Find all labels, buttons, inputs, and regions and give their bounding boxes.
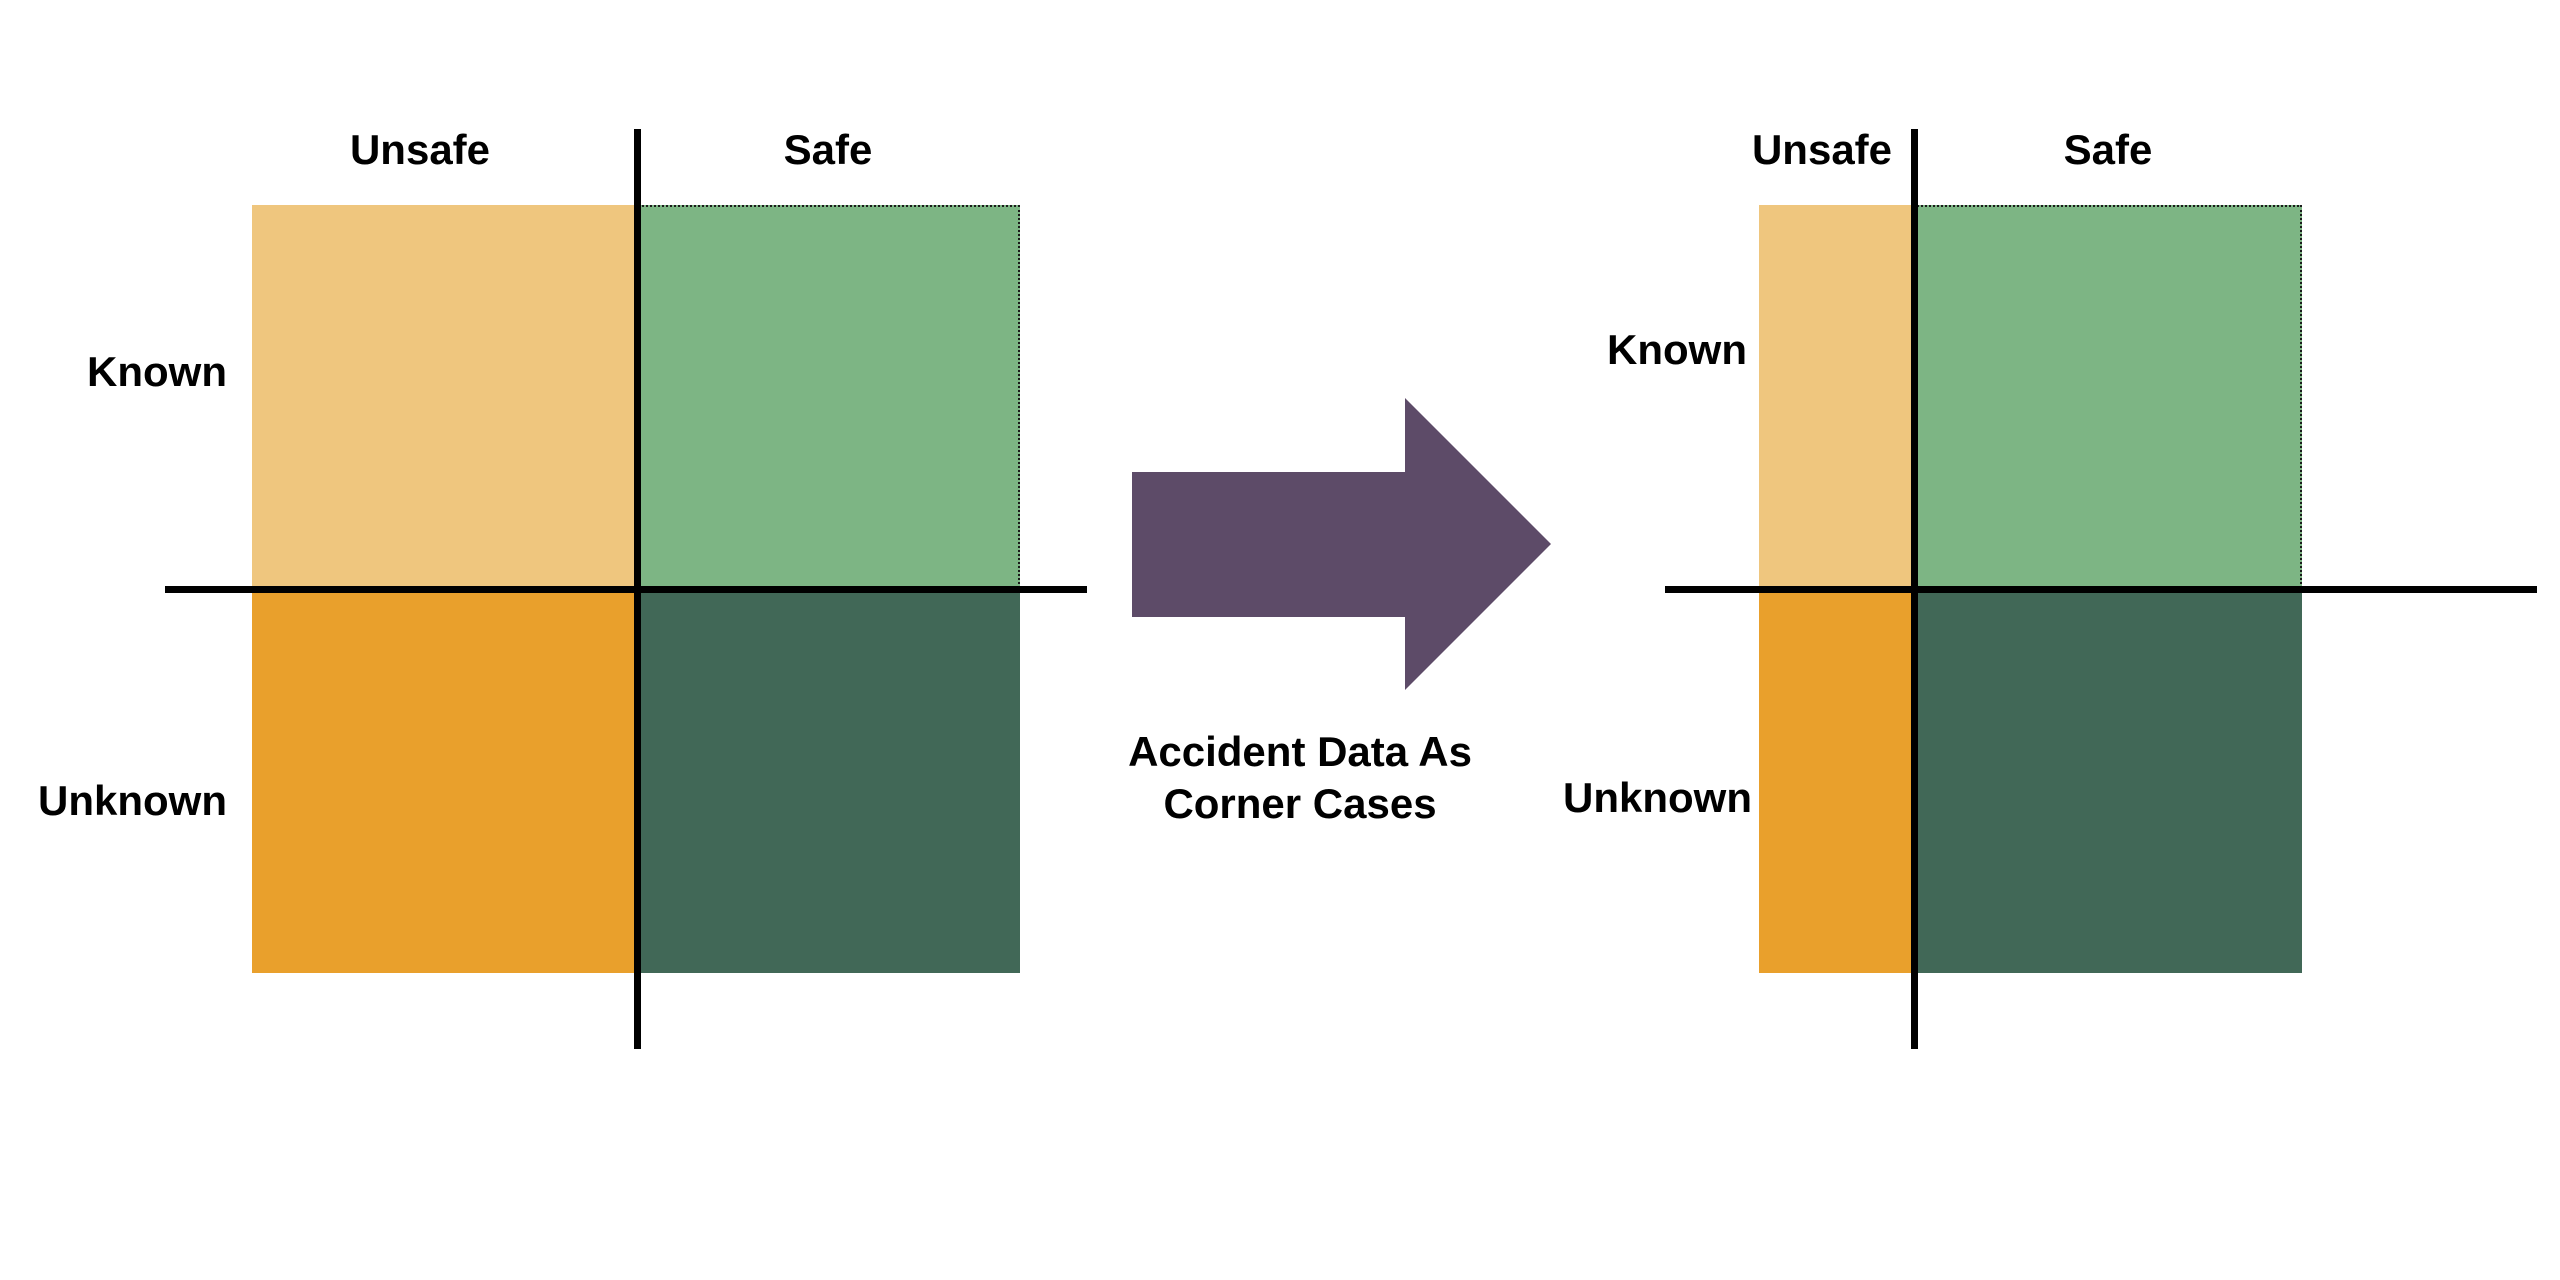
right-row-label-known: Known bbox=[1607, 326, 1747, 373]
right-quadrant-unknown-unsafe bbox=[1759, 588, 1914, 973]
left-column-label-unsafe: Unsafe bbox=[349, 126, 491, 173]
right-row-label-unknown: Unknown bbox=[1563, 774, 1752, 821]
transition-caption: Accident Data As Corner Cases bbox=[1086, 726, 1514, 830]
left-y-axis bbox=[634, 129, 641, 1049]
right-x-axis bbox=[1665, 586, 2537, 593]
left-quadrant-known-safe bbox=[637, 205, 1020, 588]
transition-caption-line1: Accident Data As bbox=[1128, 728, 1472, 775]
left-column-label-safe: Safe bbox=[783, 126, 873, 173]
left-quadrant-unknown-safe bbox=[637, 588, 1020, 973]
right-column-label-safe: Safe bbox=[2063, 126, 2153, 173]
right-quadrant-unknown-safe bbox=[1914, 588, 2302, 973]
right-y-axis bbox=[1911, 129, 1918, 1049]
left-row-label-known: Known bbox=[87, 348, 227, 395]
left-quadrant-known-unsafe bbox=[252, 205, 637, 588]
left-x-axis bbox=[165, 586, 1087, 593]
right-quadrant-known-safe bbox=[1914, 205, 2302, 588]
arrow-right-shape bbox=[1132, 398, 1551, 690]
transition-arrow-icon bbox=[1132, 398, 1551, 690]
left-quadrant-unknown-unsafe bbox=[252, 588, 637, 973]
right-column-label-unsafe: Unsafe bbox=[1751, 126, 1893, 173]
transition-caption-line2: Corner Cases bbox=[1163, 780, 1437, 827]
left-row-label-unknown: Unknown bbox=[38, 777, 227, 824]
right-quadrant-known-unsafe bbox=[1759, 205, 1914, 588]
